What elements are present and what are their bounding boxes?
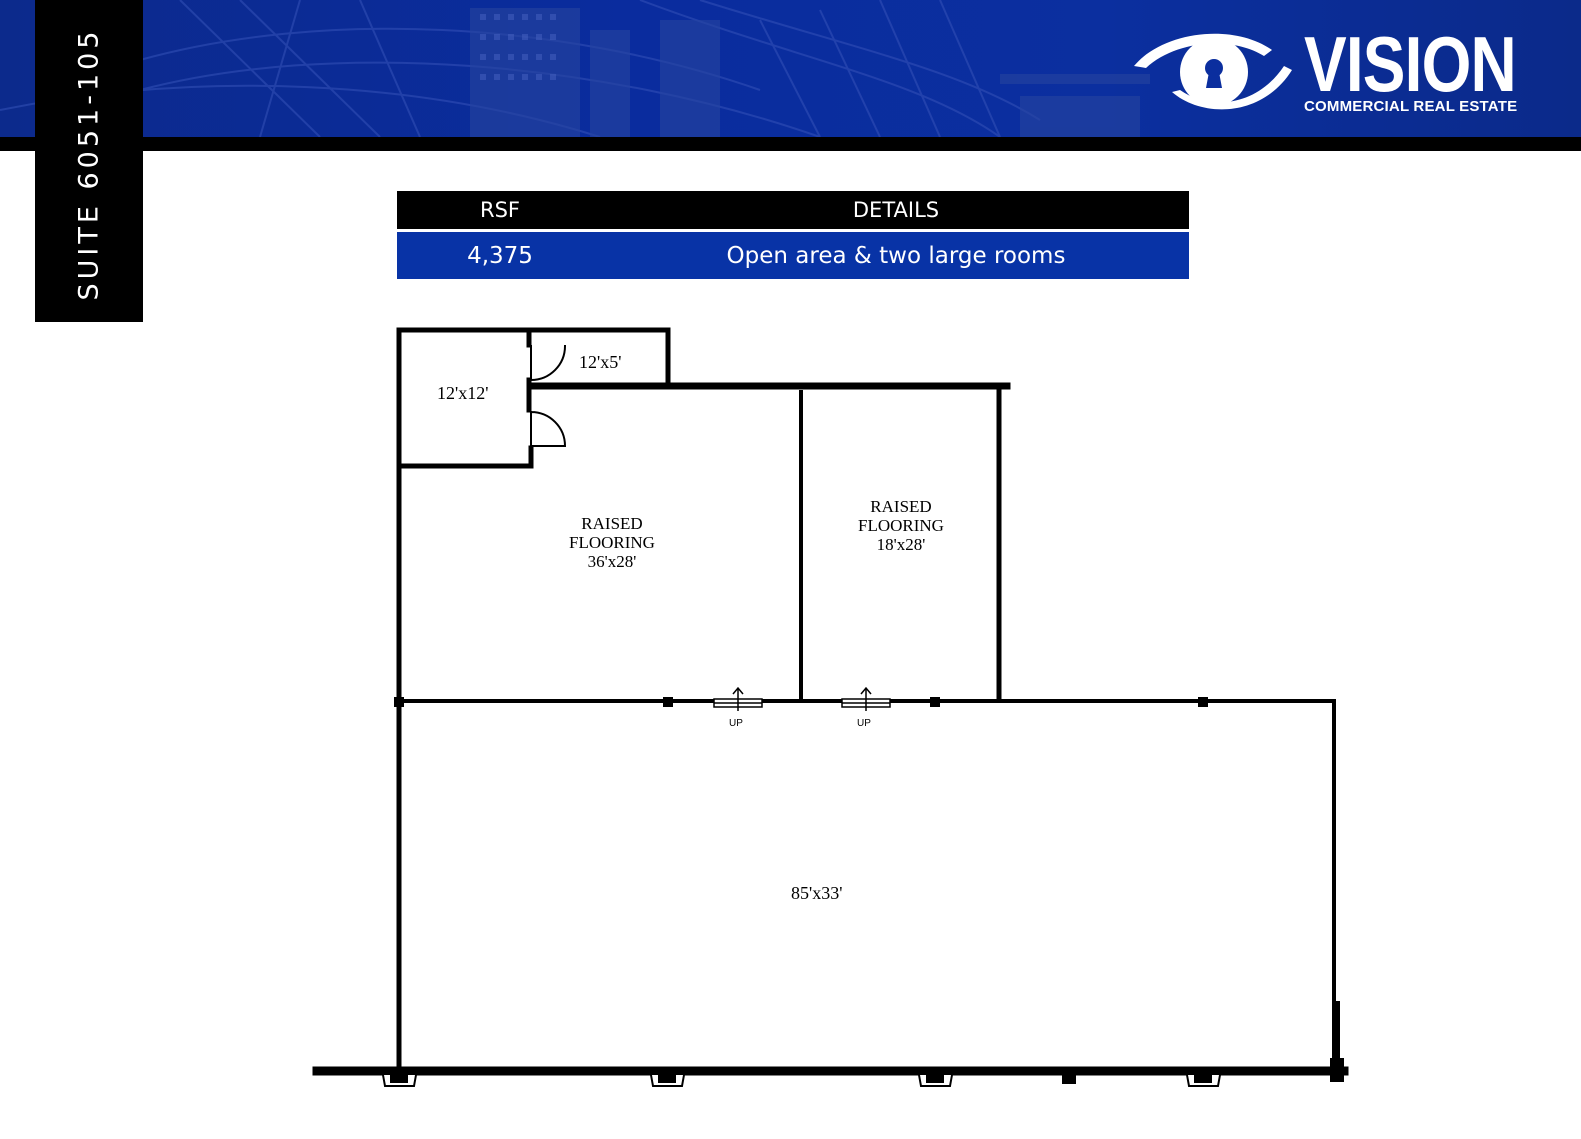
arrow-up-icon <box>860 686 872 711</box>
suite-number: SUITE 6051-105 <box>73 27 105 301</box>
details-table: RSF DETAILS 4,375 Open area & two large … <box>397 191 1189 279</box>
stair-label-right: UP <box>857 718 871 729</box>
wall-small-office <box>396 327 534 469</box>
column <box>1198 697 1208 707</box>
column <box>663 697 673 707</box>
logo-wordmark: VISION <box>1304 20 1517 108</box>
door-closet <box>530 344 567 382</box>
column <box>930 697 940 707</box>
header-details: DETAILS <box>852 198 940 222</box>
room-label-raised-right: RAISED FLOORING 18'x28' <box>858 497 944 554</box>
header-rule <box>0 137 1581 151</box>
table-row: 4,375 Open area & two large rooms <box>397 232 1189 279</box>
column <box>1062 1068 1076 1084</box>
suite-tab: SUITE 6051-105 <box>35 0 143 322</box>
eye-keyhole-icon <box>1134 33 1292 110</box>
column <box>394 697 404 707</box>
vision-logo: VISION COMMERCIAL REAL ESTATE <box>1132 22 1517 122</box>
stair-label-left: UP <box>729 718 743 729</box>
room-label-office: 12'x12' <box>437 383 489 403</box>
logo-tagline: COMMERCIAL REAL ESTATE <box>1304 98 1518 115</box>
wall-top-left <box>396 327 671 389</box>
column <box>1330 1058 1344 1082</box>
table-header-row: RSF DETAILS <box>397 191 1189 229</box>
rsf-value: 4,375 <box>467 242 533 269</box>
room-label-closet: 12'x5' <box>579 352 622 372</box>
header-rsf: RSF <box>479 198 520 222</box>
details-value: Open area & two large rooms <box>726 242 1066 269</box>
room-label-open-area: 85'x33' <box>791 883 843 903</box>
door-office <box>529 410 567 447</box>
arrow-up-icon <box>732 686 744 711</box>
room-label-raised-left: RAISED FLOORING 36'x28' <box>569 514 655 571</box>
